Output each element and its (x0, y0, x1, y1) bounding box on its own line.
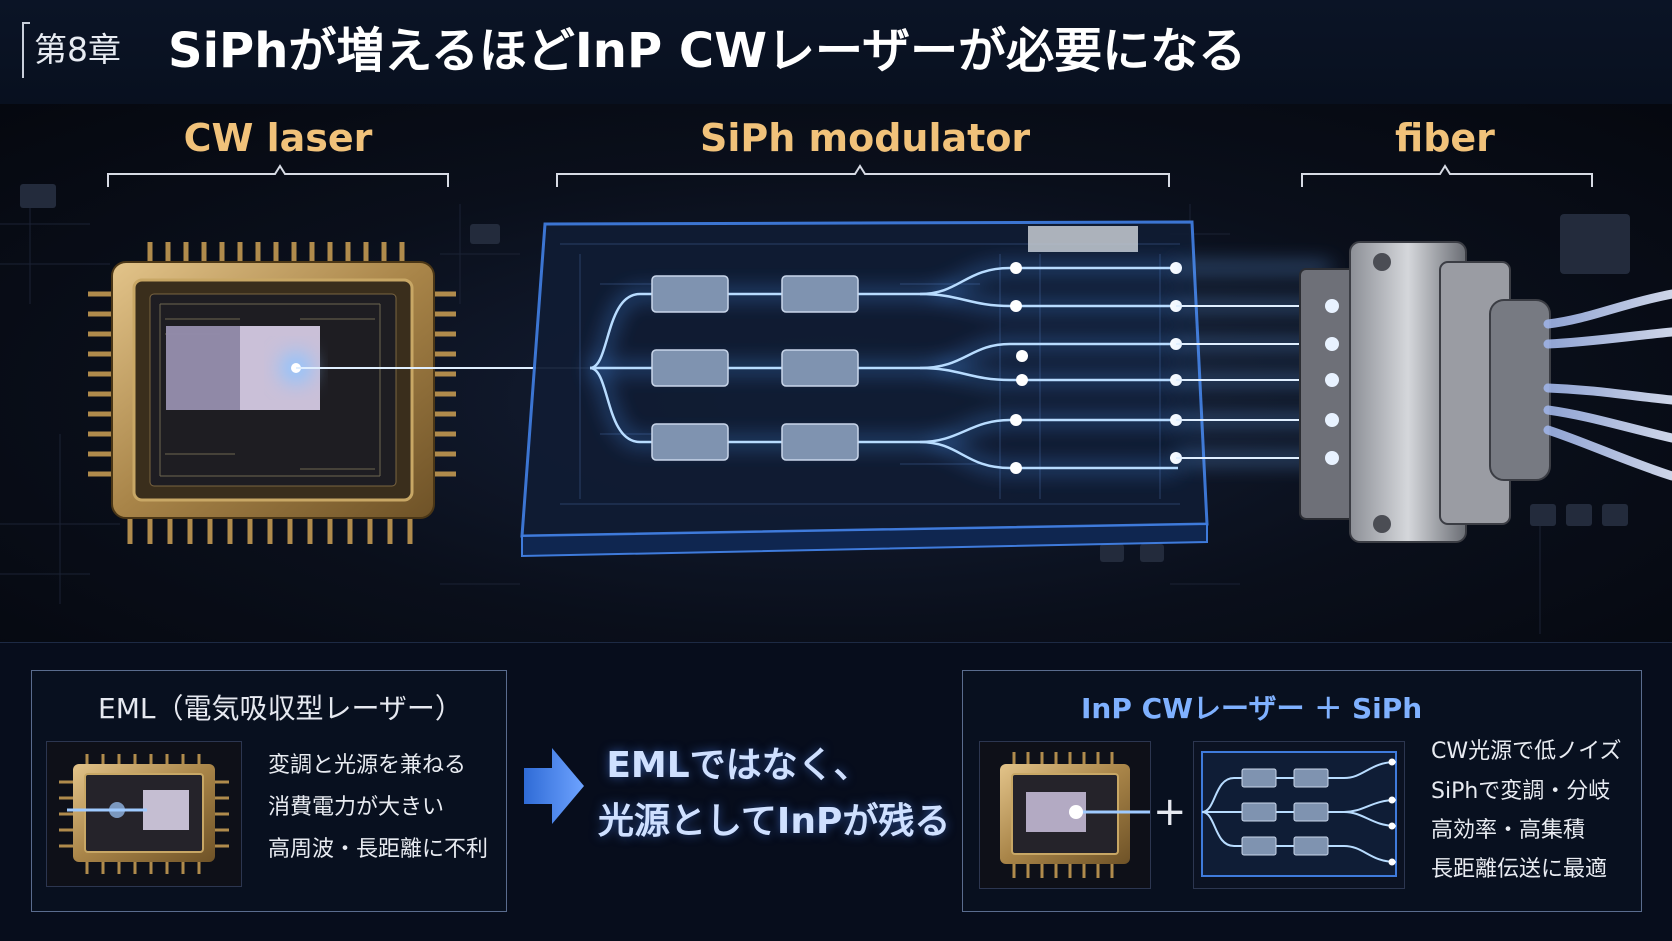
inp-bullet-1: CW光源で低ノイズ (1431, 739, 1622, 764)
pcb-traces (0, 194, 1541, 634)
slide-title: SiPhが増えるほどInP CWレーザーが必要になる (168, 23, 1247, 79)
eml-bullet-3: 高周波・長距離に不利 (268, 837, 489, 862)
siph-modulator-thumbnail (1193, 741, 1405, 889)
pcb-components (20, 184, 1630, 562)
inp-laser-thumbnail (979, 741, 1151, 889)
inp-bullet-3: 高効率・高集積 (1431, 818, 1586, 843)
eml-panel-title: EML（電気吸収型レーザー） (98, 692, 463, 725)
fiber-connector (1299, 241, 1672, 543)
inp-siph-panel-title: InP CWレーザー ＋ SiPh (1081, 692, 1423, 725)
label-cw-laser: CW laser (183, 116, 373, 160)
eml-bullet-2: 消費電力が大きい (268, 795, 445, 820)
illustration-graphic (0, 164, 1672, 634)
inp-bullet-4: 長距離伝送に最適 (1431, 857, 1608, 882)
label-fiber: fiber (1395, 116, 1495, 160)
eml-panel: EML（電気吸収型レーザー） 変調と光源を兼ねる 消費電力が大きい 高周波・長距… (31, 670, 507, 912)
siph-modulator-chip (520, 220, 1209, 558)
chapter-label: 第8章 (22, 22, 121, 78)
eml-chip-thumbnail (46, 741, 242, 887)
section-brackets (107, 164, 1593, 187)
optical-link-illustration: CW laser SiPh modulator fiber (0, 104, 1672, 643)
center-message-line2: 光源としてInPが残る (598, 801, 951, 842)
header-bar: 第8章 SiPhが増えるほどInP CWレーザーが必要になる (0, 0, 1672, 105)
plus-sign: + (1153, 789, 1187, 835)
cw-laser-chip (88, 242, 456, 544)
center-message-line1: EMLではなく、 (606, 745, 870, 786)
inp-bullet-2: SiPhで変調・分岐 (1431, 779, 1611, 804)
eml-bullet-1: 変調と光源を兼ねる (268, 753, 467, 778)
label-siph-modulator: SiPh modulator (700, 116, 1031, 160)
right-arrow-icon (524, 748, 584, 824)
inp-siph-panel: InP CWレーザー ＋ SiPh + (962, 670, 1642, 912)
